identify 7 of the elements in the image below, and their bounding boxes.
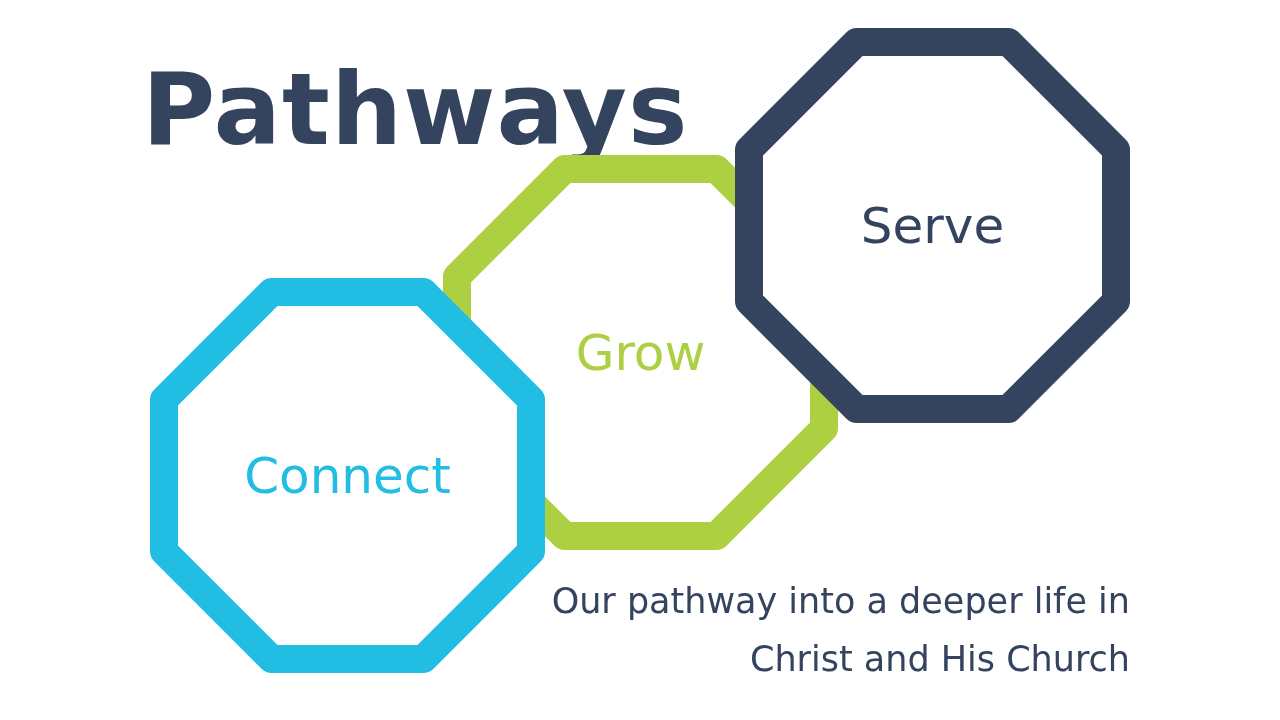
title: Pathways <box>142 52 689 167</box>
caption: Our pathway into a deeper life in Christ and His Church <box>550 580 1130 681</box>
octagon-shape <box>735 28 1130 423</box>
node-label: Connect <box>244 448 451 503</box>
octagon-shape <box>150 278 545 673</box>
node-label: Grow <box>575 325 706 380</box>
node-label: Serve <box>860 198 1005 253</box>
